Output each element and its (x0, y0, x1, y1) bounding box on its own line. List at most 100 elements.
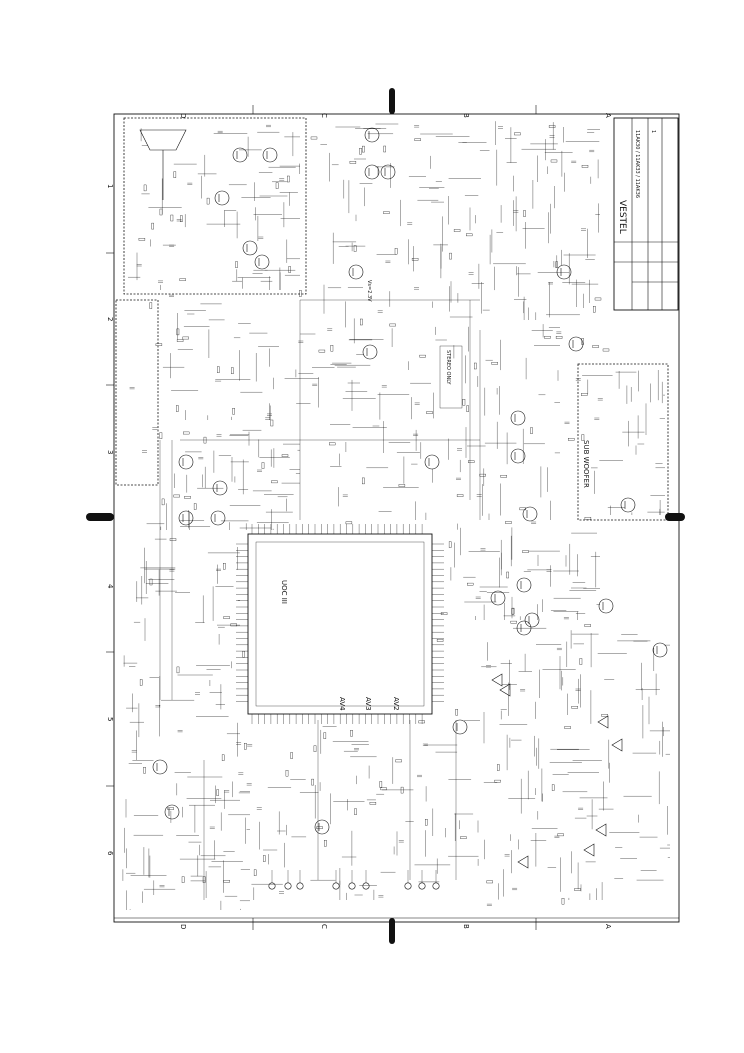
resistor (491, 362, 498, 365)
sub-woofer-label: SUB WOOFER (582, 440, 590, 488)
resistor (561, 898, 565, 905)
resistor (151, 222, 154, 230)
resistor (511, 607, 515, 615)
resistor (329, 442, 336, 446)
resistor (242, 651, 245, 658)
resistor (176, 328, 180, 336)
resistor (584, 624, 591, 627)
resistor (506, 571, 509, 579)
transistor (652, 642, 668, 658)
resistor (557, 833, 564, 837)
resistor (235, 261, 238, 268)
transistor (524, 612, 540, 628)
rca-jack (362, 882, 370, 890)
resistor (290, 752, 293, 759)
resistor (288, 266, 291, 273)
resistor (581, 434, 585, 441)
transistor (152, 759, 168, 775)
zone-ticks-top (106, 105, 537, 930)
resistor (170, 214, 174, 222)
svg-text:A: A (604, 924, 612, 929)
resistor (579, 658, 583, 665)
resistor (149, 578, 153, 586)
resistor (261, 462, 265, 469)
transistor (362, 344, 378, 360)
resistor (505, 521, 512, 524)
resistor (581, 393, 588, 396)
resistor (436, 639, 444, 642)
resistor (143, 767, 146, 774)
resistor (281, 454, 289, 457)
resistor (230, 623, 237, 627)
resistor (460, 836, 467, 839)
resistor (551, 784, 555, 791)
schematic-wiring (122, 121, 670, 910)
resistor (414, 138, 421, 141)
op-amp (517, 855, 529, 869)
transistor (164, 804, 180, 820)
resistor (138, 238, 146, 241)
resistor (494, 779, 501, 783)
title-block-rev: 1 (650, 130, 656, 133)
resistor (425, 819, 428, 826)
resistor (350, 730, 353, 737)
resistor (395, 759, 402, 763)
resistor (271, 480, 278, 484)
resistor (548, 125, 556, 128)
resistor (173, 171, 177, 178)
resistor (193, 503, 197, 510)
main-ic-label: UOC III (280, 580, 288, 604)
resistor (601, 714, 608, 717)
resistor (159, 208, 163, 216)
zone-letters-top: D C B A (179, 113, 612, 118)
transistor (516, 577, 532, 593)
title-block-title: VESTEL (617, 200, 627, 234)
resistor (574, 888, 581, 891)
op-amp (595, 823, 607, 837)
resistor (555, 336, 563, 339)
resistor (568, 438, 575, 441)
svg-text:4: 4 (106, 584, 114, 589)
resistor (362, 145, 365, 153)
transistor (254, 254, 270, 270)
resistor (223, 880, 230, 883)
resistor (299, 290, 302, 297)
resistor (354, 808, 357, 815)
resistor (223, 563, 226, 570)
resistor (253, 869, 257, 876)
rca-jack (332, 882, 340, 890)
resistor (380, 787, 387, 791)
svg-text:B: B (462, 924, 470, 929)
svg-text:D: D (179, 924, 187, 929)
sheet-border (113, 113, 680, 923)
rca-jack (348, 882, 356, 890)
resistor (497, 764, 500, 771)
resistor (462, 399, 466, 406)
stereo-note: STEREO ONLY (445, 350, 451, 385)
resistor (176, 666, 180, 674)
op-amp (583, 843, 595, 857)
op-amp (491, 673, 503, 687)
transistor (510, 410, 526, 426)
resistor (398, 484, 406, 487)
zone-letters-bottom: D C B A (179, 924, 612, 929)
svg-text:A: A (604, 113, 612, 118)
transistor (178, 510, 194, 526)
resistor (555, 261, 558, 268)
transistor (516, 620, 532, 636)
resistor (318, 349, 326, 353)
resistor (310, 136, 318, 140)
resistor (311, 778, 314, 786)
resistor (519, 507, 526, 511)
resistor (167, 807, 174, 810)
resistor (511, 608, 515, 615)
resistor (183, 431, 190, 435)
resistor (182, 336, 189, 340)
resistor (313, 745, 317, 752)
resistor (231, 367, 234, 374)
resistor (176, 405, 179, 412)
transistor (364, 164, 380, 180)
svg-text:2: 2 (106, 317, 114, 321)
resistor (592, 345, 599, 348)
resistor (143, 184, 147, 192)
